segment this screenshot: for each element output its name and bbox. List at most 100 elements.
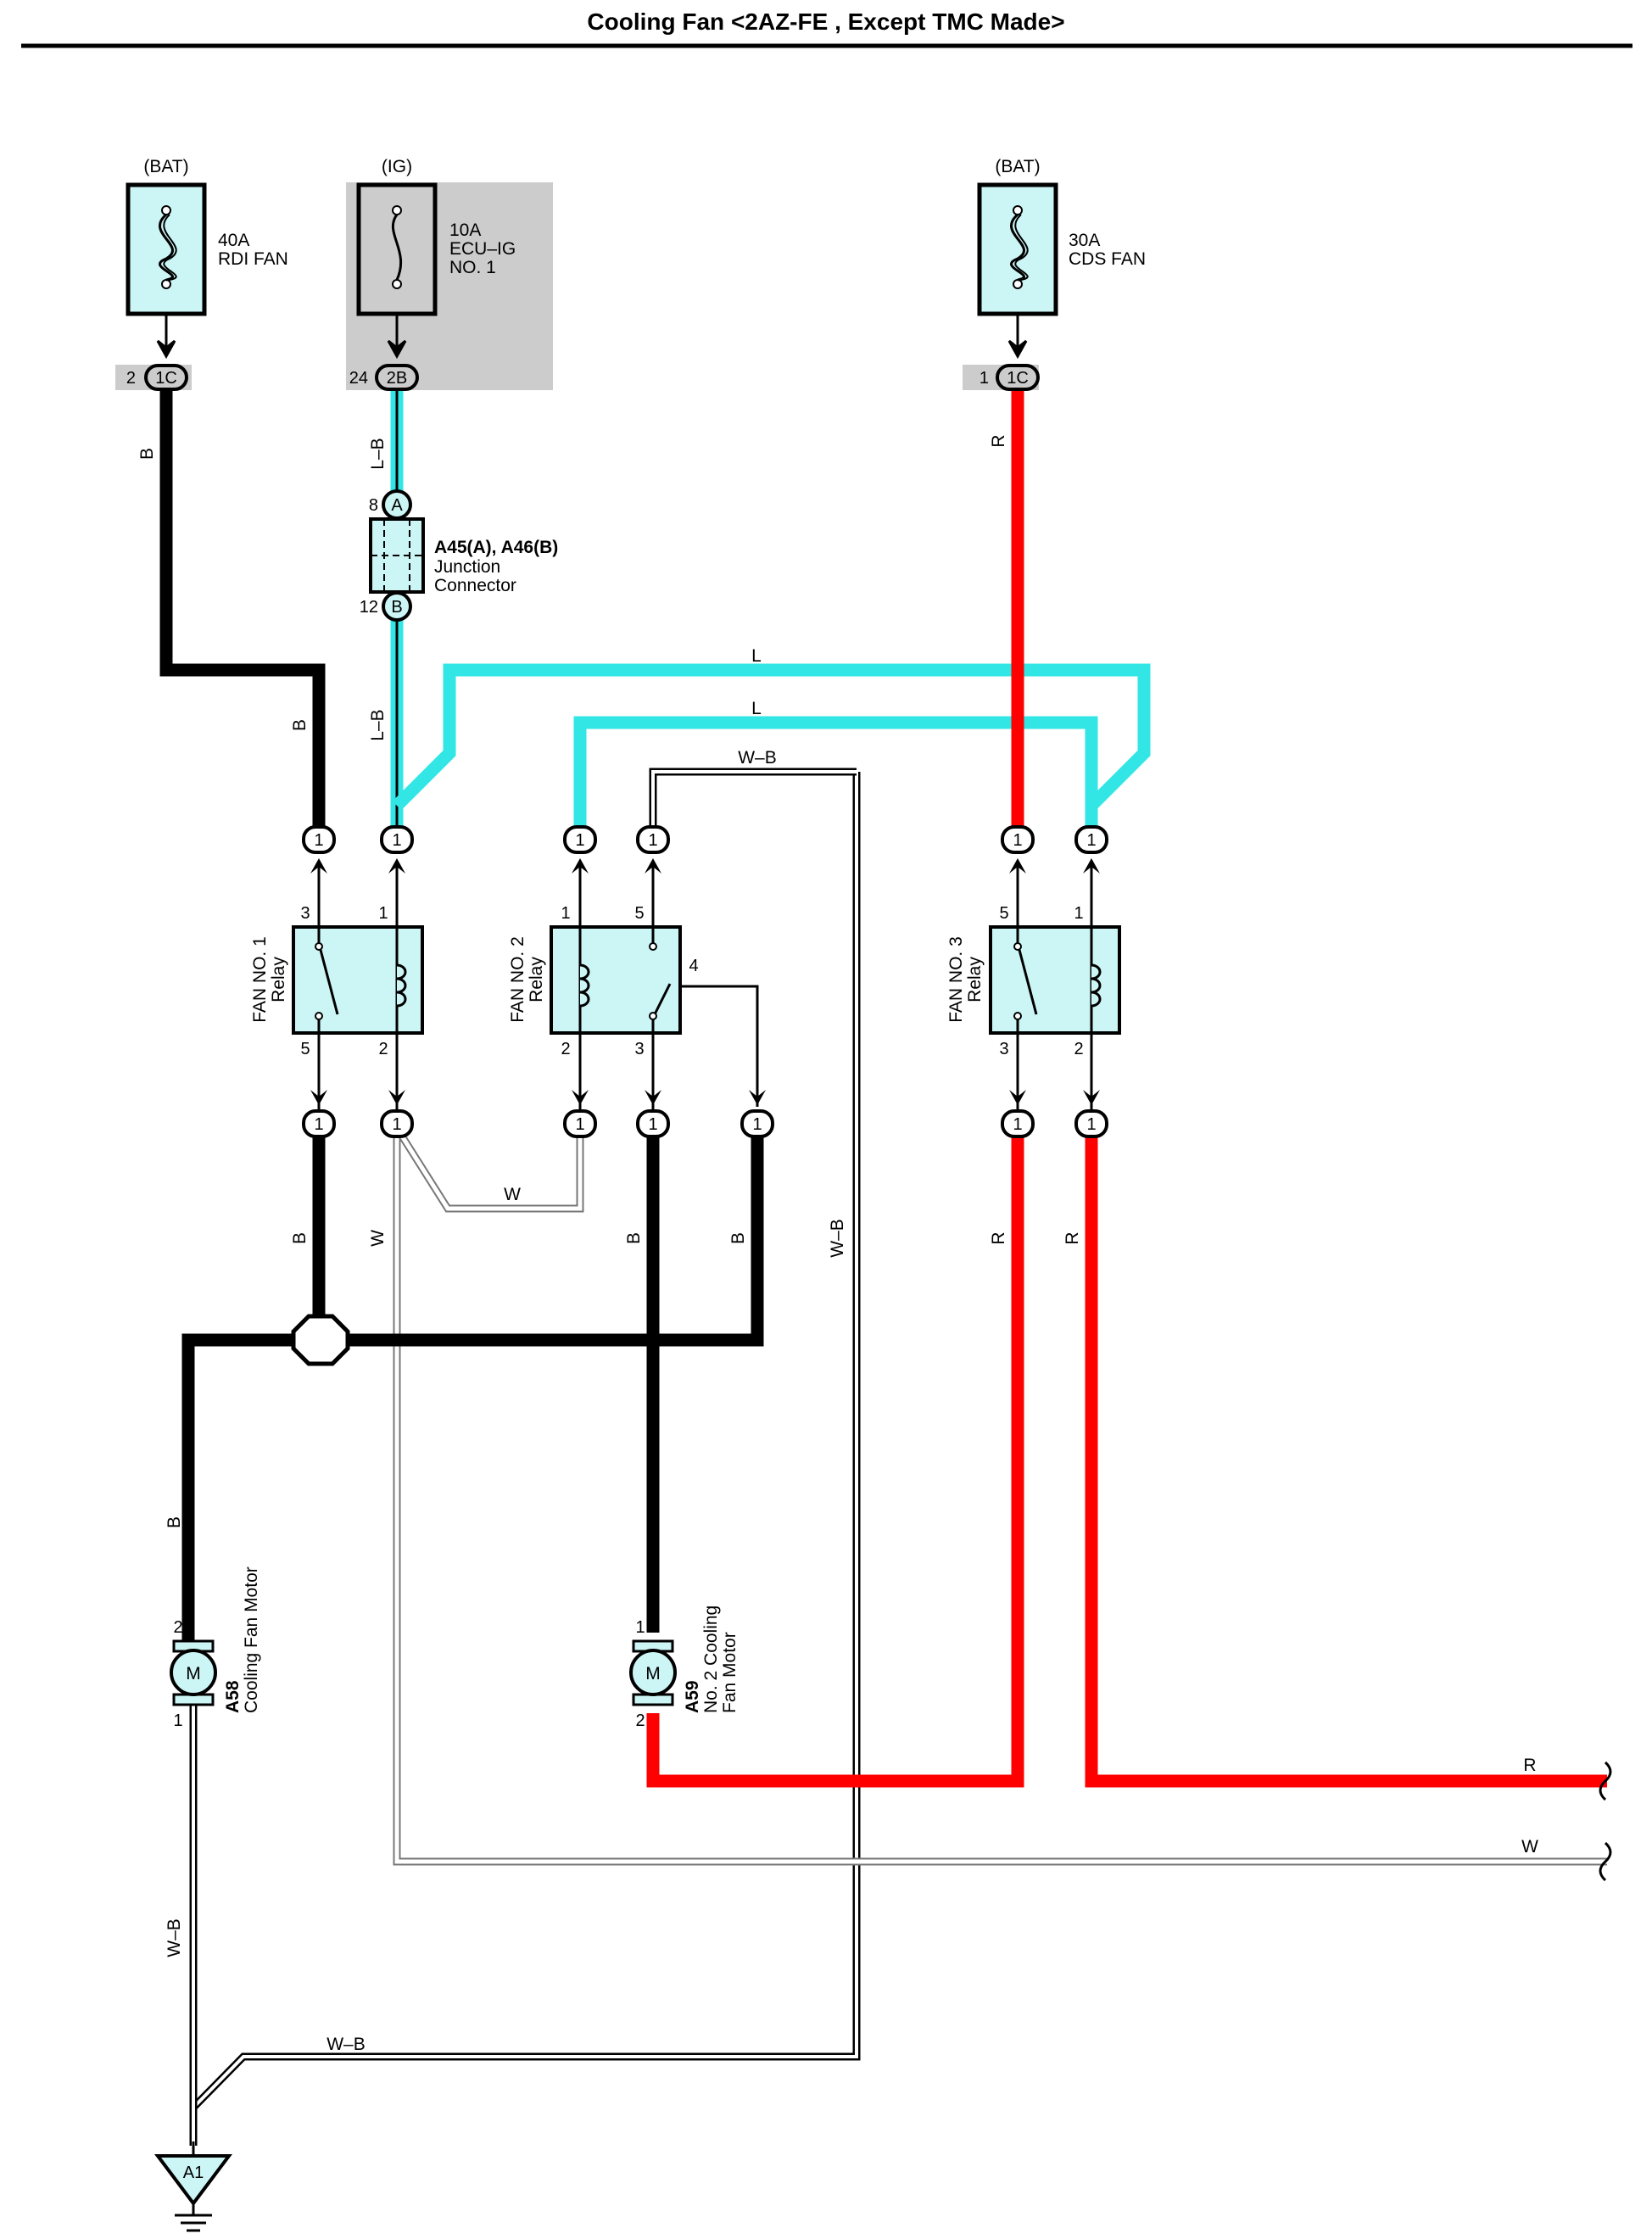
ground-id: A1 <box>183 2164 204 2182</box>
fuse-connectors <box>144 364 1040 391</box>
junction-bottom-id: B <box>391 598 402 617</box>
svg-text:1: 1 <box>575 1115 584 1134</box>
relay3-pin-tl: 5 <box>999 904 1008 923</box>
relay1-name: FAN NO. 1 <box>250 936 270 1023</box>
wire-label-b-2: B <box>290 719 310 731</box>
relay1-type: Relay <box>269 957 288 1002</box>
junction-id: A45(A), A46(B) <box>434 538 558 557</box>
ground-a1 <box>154 2141 232 2232</box>
connector-markers: 1 1 1 1 1 1 1 1 1 1 1 1 1 <box>302 825 1108 1138</box>
motor-a59 <box>629 1639 677 1706</box>
wire-label-lb-1: L–B <box>368 438 388 469</box>
svg-text:1: 1 <box>314 1115 323 1134</box>
relay1-pin-tr: 1 <box>378 904 388 923</box>
relay2-name: FAN NO. 2 <box>508 936 527 1023</box>
junction-connector <box>369 489 425 622</box>
relay2-type: Relay <box>527 957 546 1002</box>
relay2-pin-bl: 2 <box>561 1040 570 1058</box>
motor-a58-desc: Cooling Fan Motor <box>242 1566 261 1713</box>
page-title: Cooling Fan <2AZ-FE , Except TMC Made> <box>587 8 1065 35</box>
fuse1-name: RDI FAN <box>218 249 288 269</box>
connector-marker-upper-5: 1 <box>1074 825 1108 874</box>
motor-a58-symbol: M <box>186 1664 201 1683</box>
fuse1-rating: 40A <box>218 231 249 250</box>
motor-a58-id: A58 <box>223 1680 243 1713</box>
wire-label-b-3: B <box>290 1232 310 1244</box>
svg-text:1: 1 <box>1086 831 1096 850</box>
wire-label-b-1: B <box>137 448 157 460</box>
relay3-name: FAN NO. 3 <box>946 936 966 1023</box>
wire-label-wb-3: W–B <box>165 1918 184 1957</box>
fuse3-rating: 30A <box>1069 231 1100 250</box>
relay-fan-no1 <box>292 861 424 1111</box>
connector-marker-upper-4: 1 <box>1001 825 1035 874</box>
relay1-pin-br: 2 <box>378 1040 388 1058</box>
wire-label-b-6: B <box>165 1516 184 1528</box>
relay1-pin-bl: 5 <box>300 1040 310 1058</box>
wire-label-b-5: B <box>728 1232 748 1244</box>
motor-a58-bottom-pin: 1 <box>173 1711 182 1730</box>
connector-marker-upper-2: 1 <box>563 825 597 874</box>
junction-desc-1: Junction <box>434 557 500 577</box>
motor-a59-desc-2: Fan Motor <box>720 1632 739 1713</box>
fuse-30a-cds-fan <box>977 182 1058 316</box>
wire-label-wb-2: W–B <box>828 1219 847 1258</box>
fuse1-source: (BAT) <box>143 157 188 176</box>
fuse2-source: (IG) <box>382 157 412 176</box>
motor-a58-top-pin: 2 <box>173 1618 182 1637</box>
motor-a59-symbol: M <box>645 1664 661 1683</box>
wire-label-b-4: B <box>624 1232 644 1244</box>
wire-label-r-3: R <box>1063 1231 1082 1244</box>
wire-label-r-4: R <box>1523 1756 1536 1775</box>
motor-a58 <box>170 1639 217 1706</box>
svg-text:1: 1 <box>392 831 401 850</box>
svg-text:1: 1 <box>1013 831 1022 850</box>
fuse2-name-line1: ECU–IG <box>449 239 516 259</box>
junction-top-id: A <box>391 496 403 515</box>
wire-break-r <box>1599 1761 1612 1801</box>
relay2-pin-side: 4 <box>689 957 698 975</box>
relay1-pin-tl: 3 <box>300 904 310 923</box>
junction-desc-2: Connector <box>434 576 516 595</box>
connector-marker-upper-1: 1 <box>380 825 414 874</box>
relay2-pin-br: 3 <box>634 1040 644 1058</box>
fuse2-name-line2: NO. 1 <box>449 258 496 277</box>
wire-label-r-1: R <box>989 434 1008 447</box>
fuse-10a-ecu-ig <box>356 182 438 316</box>
motor-a59-desc-1: No. 2 Cooling <box>701 1605 721 1713</box>
svg-text:1: 1 <box>1086 1115 1096 1134</box>
connector-marker-upper-0: 1 <box>302 825 336 874</box>
svg-text:1: 1 <box>752 1115 762 1134</box>
connector-marker-lower-2: 1 <box>563 1090 597 1138</box>
wire-label-wb-4: W–B <box>326 2035 366 2054</box>
wire-label-wb-1: W–B <box>738 748 777 768</box>
wire-label-l-1: L <box>751 646 762 666</box>
motor-a59-bottom-pin: 2 <box>635 1711 645 1730</box>
wires <box>159 390 1607 2146</box>
wire-break-w <box>1599 1841 1612 1882</box>
svg-text:1: 1 <box>648 1115 657 1134</box>
fuse1-conn-id: 1C <box>155 369 177 388</box>
svg-text:1: 1 <box>392 1115 401 1134</box>
motor-a59-top-pin: 1 <box>635 1618 645 1637</box>
svg-text:1: 1 <box>314 831 323 850</box>
fuse-40a-rdi-fan <box>126 182 207 316</box>
wire-label-lb-2: L–B <box>368 709 388 740</box>
svg-text:1: 1 <box>575 831 584 850</box>
connector-marker-lower-1: 1 <box>380 1090 414 1138</box>
relay3-type: Relay <box>965 957 985 1002</box>
wire-label-r-2: R <box>989 1231 1008 1244</box>
connector-marker-upper-3: 1 <box>636 825 670 874</box>
connector-marker-lower-4: 1 <box>740 1090 774 1138</box>
fuse3-name: CDS FAN <box>1069 249 1146 269</box>
svg-text:1: 1 <box>1013 1115 1022 1134</box>
relay3-pin-tr: 1 <box>1074 904 1083 923</box>
relay3-pin-br: 2 <box>1074 1040 1083 1058</box>
fuse3-conn-pin: 1 <box>979 369 989 388</box>
fuse1-conn-pin: 2 <box>126 369 136 388</box>
relay2-pin-tr: 5 <box>634 904 644 923</box>
wire-label-w-3: W <box>1521 1837 1538 1857</box>
relay2-pin-tl: 1 <box>561 904 570 923</box>
